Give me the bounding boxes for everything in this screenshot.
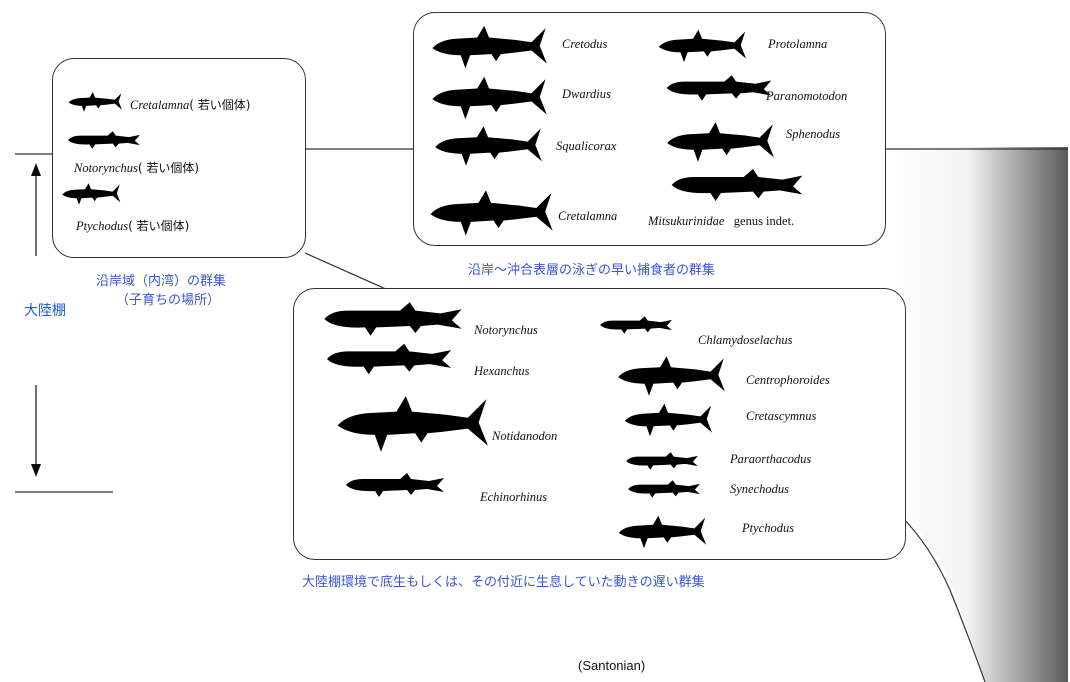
species-label-sphenodus: Sphenodus <box>786 127 841 141</box>
species-label-hexanchus: Hexanchus <box>474 364 530 378</box>
species-label-mitsukurinidae: Mitsukurinidae genus indet. <box>648 214 795 228</box>
species-label-notorynchus: Notorynchus <box>474 323 538 337</box>
arrow-down-icon <box>31 385 41 477</box>
species-label-chlamydoselachus: Chlamydoselachus <box>698 333 793 347</box>
benthic-community-box <box>293 288 906 560</box>
connector-line <box>304 252 389 291</box>
continental-shelf-label: 大陸棚 <box>24 303 66 319</box>
species-label-protolamna: Protolamna <box>768 37 828 51</box>
species-label-synechodus: Synechodus <box>730 482 790 496</box>
juvenile-note: ( 若い個体) <box>137 161 200 175</box>
shelf-line <box>305 148 1068 682</box>
nursery-caption-line2: （子育ちの場所） <box>116 293 221 308</box>
species-label-paraorthacodus: Paraorthacodus <box>730 452 812 466</box>
nursery-caption-line1: 沿岸域（内湾）の群集 <box>96 274 227 289</box>
pelagic-caption: 沿岸〜沖合表層の泳ぎの早い捕食者の群集 <box>468 263 716 278</box>
arrow-up-icon <box>31 163 41 256</box>
seafloor-slope <box>885 147 1068 682</box>
species-label-paranomotodon: Paranomotodon <box>766 89 848 103</box>
juvenile-note: ( 若い個体) <box>189 98 251 112</box>
species-label-cretascymnus: Cretascymnus <box>746 409 817 423</box>
species-label-ptychodus: Ptychodus <box>742 521 795 535</box>
nursery-community-box <box>52 58 306 258</box>
nursery-caption: 沿岸域（内湾）の群集 （子育ちの場所） <box>96 270 226 308</box>
species-label-cretalamna: Cretalamna <box>558 209 618 223</box>
species-label-notidanodon: Notidanodon <box>492 429 558 443</box>
species-label-squalicorax: Squalicorax <box>556 139 617 153</box>
genus-indet-label: genus indet. <box>733 214 795 228</box>
juvenile-note: ( 若い個体) <box>128 219 190 233</box>
species-label-cretalamna-juvenile: Cretalamna( 若い個体) <box>130 98 251 112</box>
species-label-centrophoroides: Centrophoroides <box>746 373 830 387</box>
species-label-ptychodus-juvenile: Ptychodus( 若い個体) <box>76 219 190 233</box>
species-label-dwardius: Dwardius <box>562 87 611 101</box>
benthic-caption: 大陸棚環境で底生もしくは、その付近に生息していた動きの遅い群集 <box>302 575 705 590</box>
species-label-echinorhinus: Echinorhinus <box>480 490 548 504</box>
species-label-cretodus: Cretodus <box>562 37 608 51</box>
species-label-notorynchus-juvenile: Notorynchus( 若い個体) <box>74 161 200 175</box>
age-label: (Santonian) <box>578 658 646 673</box>
